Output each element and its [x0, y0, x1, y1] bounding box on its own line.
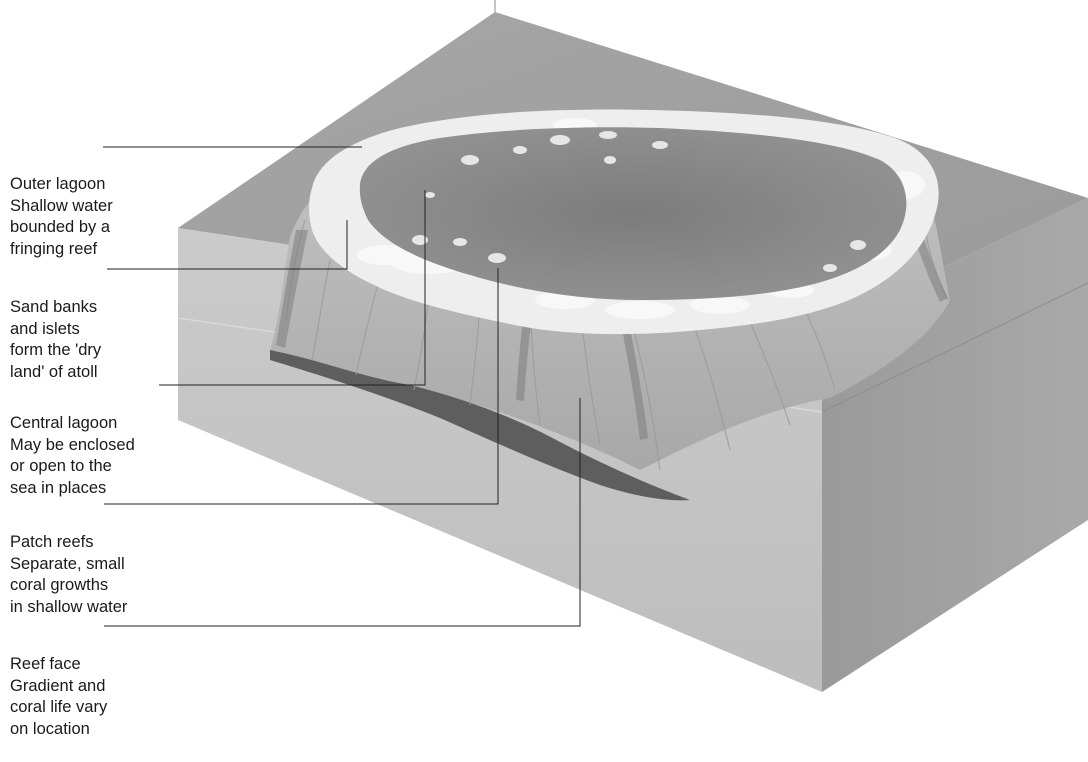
sand-banks-title: Sand banks	[10, 297, 101, 319]
atoll-block-diagram	[0, 0, 1088, 707]
reef-face-title: Reef face	[10, 654, 107, 676]
outer-lagoon-title: Outer lagoon	[10, 174, 113, 196]
reef-face-description: Gradient and coral life vary on location	[10, 676, 107, 741]
patch-reefs-description: Separate, small coral growths in shallow…	[10, 554, 127, 619]
outer-lagoon-description: Shallow water bounded by a fringing reef	[10, 196, 113, 261]
central-lagoon-title: Central lagoon	[10, 413, 135, 435]
patch-reefs-title: Patch reefs	[10, 532, 127, 554]
